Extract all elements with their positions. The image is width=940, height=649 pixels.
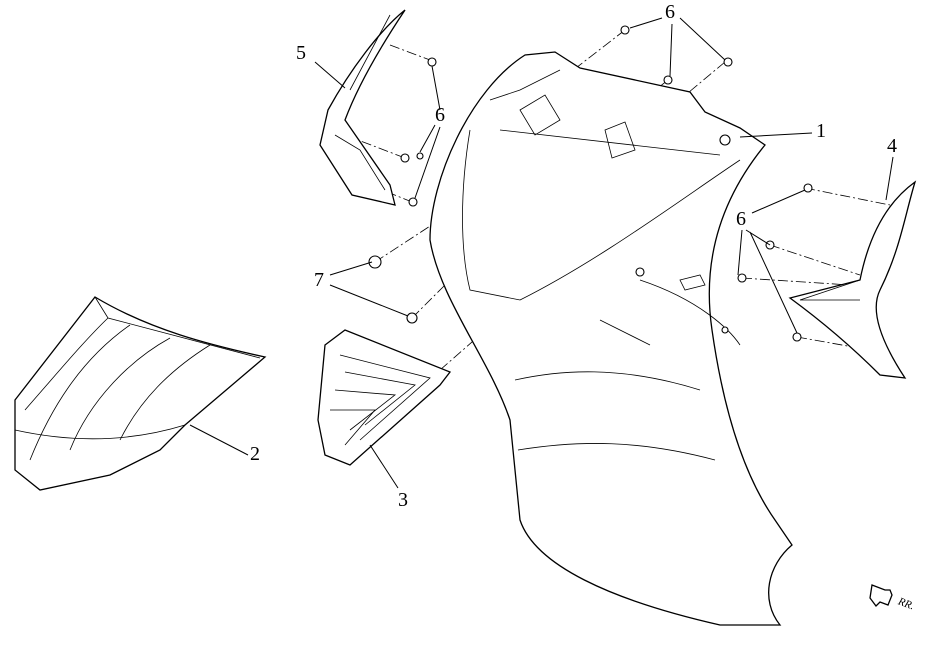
callout-6-left: 6 (435, 104, 445, 126)
screw-icon (408, 197, 418, 207)
callout-6-top: 6 (665, 1, 675, 23)
screw-icon (663, 75, 673, 85)
direction-arrow-icon (869, 584, 893, 607)
callout-3: 3 (398, 489, 408, 511)
callout-4: 4 (887, 135, 897, 157)
clip-icon (406, 312, 418, 324)
callout-5: 5 (296, 42, 306, 64)
leader-lines (189, 17, 894, 489)
callout-6-right: 6 (736, 208, 746, 230)
screw-icon (723, 57, 733, 67)
part-1-front-cover (429, 51, 793, 626)
screw-icon (400, 153, 410, 163)
callout-2: 2 (250, 443, 260, 465)
part-4-side-panel (788, 180, 917, 379)
screw-icon (620, 25, 630, 35)
screw-icon (737, 273, 747, 283)
screws (368, 25, 813, 342)
screw-icon (416, 152, 424, 160)
part-5-upper-cover (319, 9, 406, 206)
screw-icon (803, 183, 813, 193)
part-2-windscreen (14, 296, 267, 491)
callout-7: 7 (314, 269, 324, 291)
screw-icon (427, 57, 437, 67)
screw-icon (792, 332, 802, 342)
callout-1: 1 (816, 120, 826, 142)
clip-icon (368, 255, 382, 269)
part-3-grille (317, 329, 452, 466)
